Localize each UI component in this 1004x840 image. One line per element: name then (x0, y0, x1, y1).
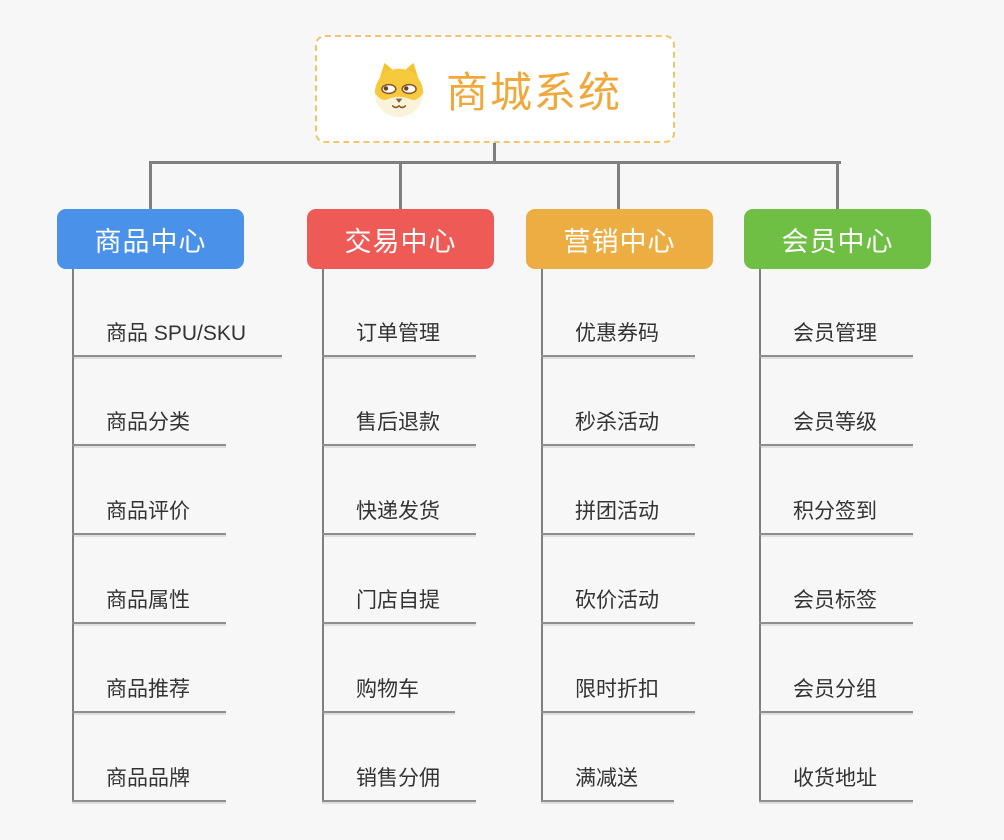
item-node[interactable]: 积分签到 (759, 497, 913, 535)
item-node[interactable]: 商品评价 (72, 497, 226, 535)
connector-drop-product (149, 161, 152, 211)
item-node[interactable]: 秒杀活动 (541, 408, 695, 446)
item-node[interactable]: 会员分组 (759, 675, 913, 713)
item-node[interactable]: 收货地址 (759, 764, 913, 802)
item-node[interactable]: 商品属性 (72, 586, 226, 624)
item-node[interactable]: 满减送 (541, 764, 674, 802)
item-node[interactable]: 商品品牌 (72, 764, 226, 802)
item-node[interactable]: 会员标签 (759, 586, 913, 624)
item-node[interactable]: 拼团活动 (541, 497, 695, 535)
branch-header-marketing-center[interactable]: 营销中心 (526, 209, 713, 269)
connector-root-stem (493, 143, 496, 163)
connector-drop-member (836, 161, 839, 211)
item-node[interactable]: 会员管理 (759, 319, 913, 357)
item-node[interactable]: 购物车 (322, 675, 455, 713)
item-node[interactable]: 快递发货 (322, 497, 476, 535)
dog-face-icon (368, 60, 430, 118)
item-node[interactable]: 售后退款 (322, 408, 476, 446)
branch-header-product-center[interactable]: 商品中心 (57, 209, 244, 269)
item-node[interactable]: 优惠券码 (541, 319, 695, 357)
root-title: 商城系统 (445, 68, 622, 116)
item-node[interactable]: 会员等级 (759, 408, 913, 446)
item-node[interactable]: 商品分类 (72, 408, 226, 446)
root-node[interactable]: 商城系统 (315, 35, 675, 143)
item-node[interactable]: 限时折扣 (541, 675, 695, 713)
branch-header-trade-center[interactable]: 交易中心 (307, 209, 494, 269)
item-node[interactable]: 砍价活动 (541, 586, 695, 624)
item-node[interactable]: 商品推荐 (72, 675, 226, 713)
connector-drop-marketing (617, 161, 620, 211)
item-node[interactable]: 门店自提 (322, 586, 476, 624)
connector-bus (149, 161, 841, 164)
branch-header-member-center[interactable]: 会员中心 (744, 209, 931, 269)
item-node[interactable]: 销售分佣 (322, 764, 476, 802)
item-node[interactable]: 订单管理 (322, 319, 476, 357)
item-node[interactable]: 商品 SPU/SKU (72, 319, 283, 357)
connector-drop-trade (399, 161, 402, 211)
